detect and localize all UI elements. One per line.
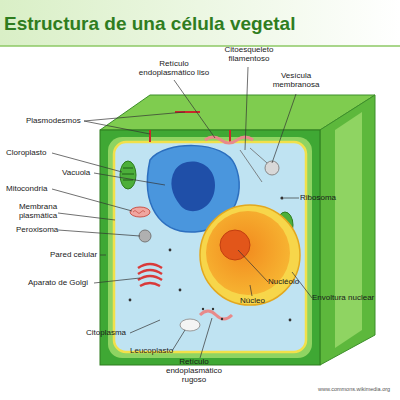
part-label: Núcleo [240,297,270,306]
leader-lines [52,67,312,358]
cell-wall-side [320,95,375,365]
chloroplast [120,161,136,189]
golgi-apparatus [138,264,162,286]
part-label: Membrana plasmática [16,203,60,221]
vacuole-core [171,162,215,212]
plasmodesma [229,130,231,142]
part-label: Leucoplasto [130,347,176,356]
part-label: Retículo endoplasmático liso [138,60,210,78]
part-label: Aparato de Golgi [28,279,96,288]
part-label: Cloroplasto [6,149,56,158]
part-label: Citoesqueleto filamentoso [218,46,280,64]
wall-inner [108,137,312,358]
cytoplasm [114,142,306,352]
watermark: www.commons.wikimedia.org [318,386,390,392]
part-label: Peroxisoma [16,226,60,235]
title-rule [0,45,400,47]
smooth-er [205,137,253,143]
cell-wall-front [100,130,320,365]
plasmodesma [149,130,151,142]
part-label: Retículo endoplasmático rugoso [158,358,230,384]
part-label: Nucléolo [268,278,308,287]
title-band [0,0,400,46]
mitochondrion [130,207,150,217]
diagram-title: Estructura de una célula vegetal [4,13,295,35]
part-label: Envoltura nuclear [312,294,378,303]
wall-channel [335,112,362,348]
rough-er [200,311,232,319]
nuclear-envelope [200,205,300,305]
nucleolus [220,230,250,260]
part-label: Citoplasma [86,329,132,338]
part-label: Vesícula membranosa [268,72,324,90]
vesicle [265,161,279,175]
part-label: Mitocondria [6,185,56,194]
part-label: Pared celular [50,251,102,260]
part-label: Plasmodesmos [26,117,86,126]
part-label: Ribosoma [300,194,350,203]
leucoplast [180,319,200,331]
cristae [133,211,145,214]
part-label: Vacuola [62,169,96,178]
peroxisome [139,230,151,242]
